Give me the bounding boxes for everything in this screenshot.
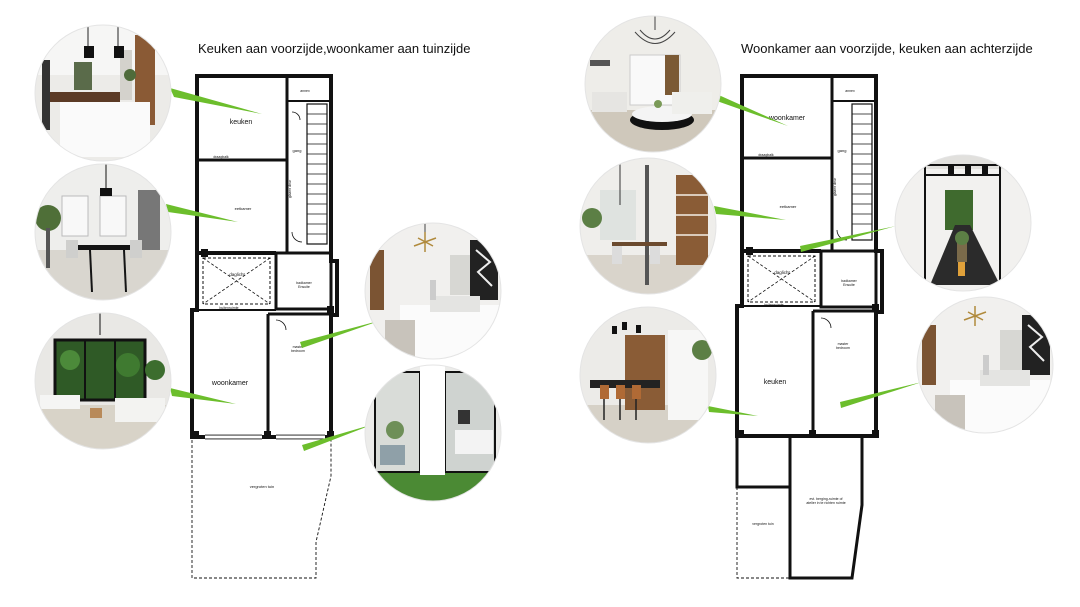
pointer-kitchen — [170, 88, 262, 114]
pointer-bedroom-right — [840, 382, 922, 408]
bedroom-door-photo — [365, 365, 501, 501]
right-plan-labels: woonkamer annex gang glazen deur draagba… — [752, 89, 857, 526]
room-label-draagbalk-right: draagbalk — [758, 153, 774, 157]
room-label-woonkamer-right: woonkamer — [768, 115, 806, 122]
pointer-bedroom — [300, 320, 382, 348]
room-label-keuken-right: keuken — [764, 379, 787, 386]
left-plan-posts — [192, 249, 334, 439]
dining-photo — [35, 164, 171, 300]
right-plan-title: Woonkamer aan voorzijde, keuken aan acht… — [741, 41, 1033, 56]
bedroom-photo — [365, 223, 501, 359]
pointer-kitchen-bar — [708, 406, 758, 416]
corridor-dining-photo — [895, 155, 1031, 291]
room-label-vergroten-tuin: vergroten tuin — [250, 484, 274, 489]
room-label-keuken: keuken — [230, 119, 253, 126]
bedroom-right-photo — [917, 297, 1053, 433]
right-plan-posts — [737, 247, 879, 438]
living-chandelier-photo — [585, 16, 721, 152]
left-plan-labels: keuken annex gang glazen deur draagbalk … — [211, 89, 313, 489]
kitchen-bar-photo — [580, 307, 716, 443]
dining-shelves-photo — [580, 158, 716, 294]
room-label-daglicht-right: daglicht — [774, 270, 790, 275]
room-label-gang: gang — [293, 148, 302, 153]
pointer-dining-shelves — [714, 206, 786, 220]
room-label-glazen-deur: glazen deur — [288, 179, 292, 198]
living-garden-photo — [35, 313, 171, 449]
room-label-annex: annex — [300, 89, 310, 93]
room-label-buitenruimte-right: buitenruimte — [764, 303, 783, 307]
room-label-buitenruimte: buitenruimte — [219, 306, 238, 310]
pointer-living — [170, 388, 236, 404]
room-label-draagbalk: draagbalk — [213, 155, 229, 159]
room-label-gang-right: gang — [838, 148, 847, 153]
room-label-daglicht: daglicht — [229, 272, 245, 277]
pointer-lines — [166, 88, 922, 451]
room-label-woonkamer: woonkamer — [211, 380, 249, 387]
room-label-vergroten-tuin-right: vergroten tuin — [752, 522, 773, 526]
pointer-bedroom-door — [302, 424, 374, 451]
pointer-dining — [166, 204, 238, 222]
room-label-eetkamer-right: eetkamer — [780, 204, 797, 209]
room-label-eetkamer: eetkamer — [235, 206, 252, 211]
room-label-glazen-deur-right: glazen deur — [833, 177, 837, 196]
left-floor-plan — [190, 74, 339, 579]
kitchen-photo — [35, 25, 171, 161]
pointer-corridor-dining — [800, 226, 896, 252]
pointer-living-chandelier — [712, 92, 788, 126]
left-plan-title: Keuken aan voorzijde,woonkamer aan tuinz… — [198, 41, 471, 56]
room-label-annex-right: annex — [845, 89, 855, 93]
